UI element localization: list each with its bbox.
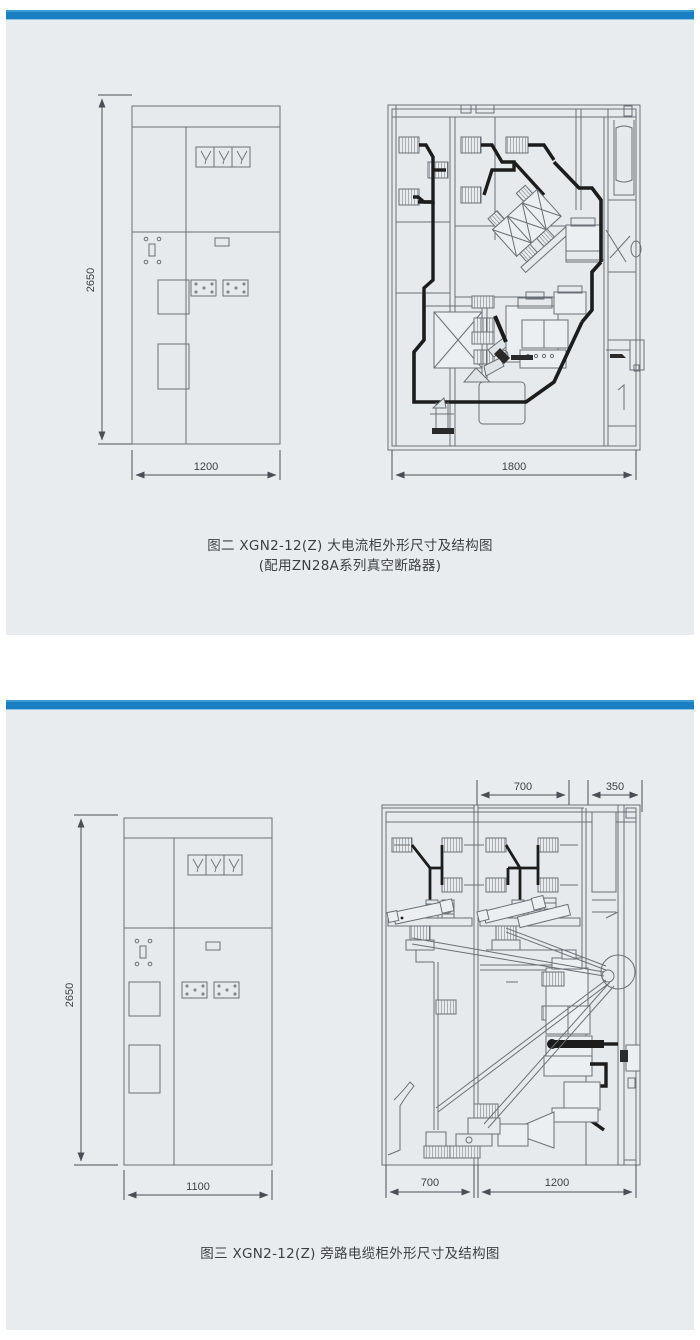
figure-2-caption-line-1: 图二 XGN2-12(Z) 大电流柜外形尺寸及结构图 [207,538,493,554]
fig3-front-width-label: 1100 [186,1181,210,1193]
figure-2-caption-line-2: (配用ZN28A系列真空断路器) [258,558,442,574]
fig3-top-dim-1: 700 [514,781,532,793]
fig2-section-width-label: 1800 [502,461,526,473]
fig2-front-height-label: 2650 [85,268,97,292]
fig3-bottom-dim-1: 700 [421,1177,439,1189]
fig3-front-height-label: 2650 [64,983,76,1007]
figure-3-panel: 2650 [6,700,694,1330]
figure-3-drawing: 2650 [64,780,643,1200]
figure-2-drawing: 2650 [85,94,645,480]
fig3-top-dim-2: 350 [606,781,624,793]
panel-top-accent-bar-2 [6,700,694,710]
panel-top-accent-bar [6,10,694,20]
figure-2-panel: 2650 [6,10,694,635]
fig2-front-width-label: 1200 [194,461,218,473]
fig3-bottom-dim-2: 1200 [545,1177,569,1189]
figure-3-caption-line-1: 图三 XGN2-12(Z) 旁路电缆柜外形尺寸及结构图 [200,1246,500,1262]
